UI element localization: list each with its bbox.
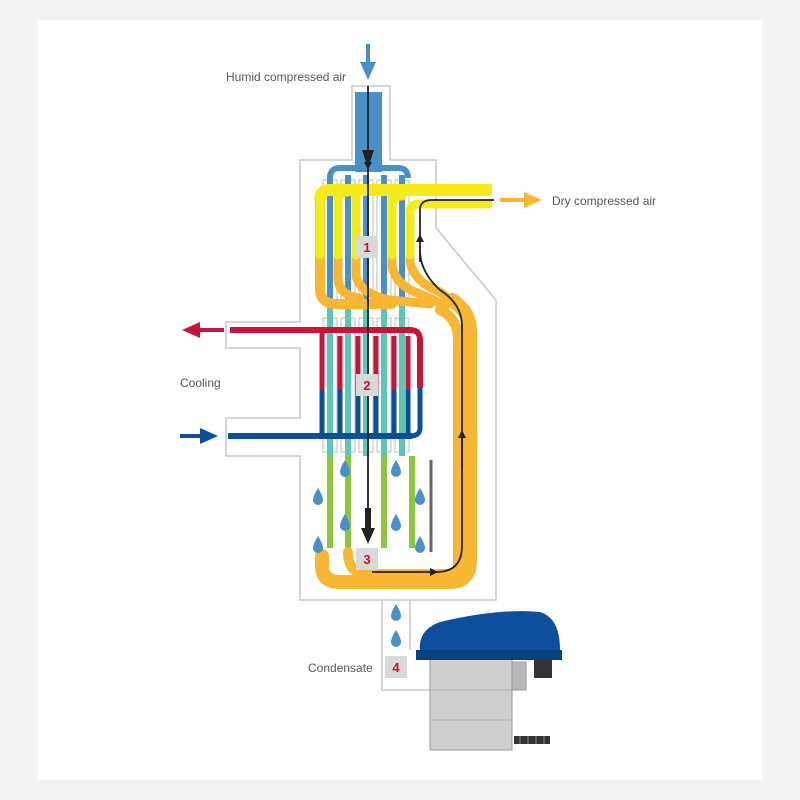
condensate-drain-device (416, 611, 562, 751)
stage-badge-3: 3 (356, 548, 378, 570)
coolant-out-arrow (182, 322, 224, 338)
dry-air-outlet-arrow (500, 192, 542, 208)
label-condensate: Condensate (308, 661, 373, 675)
stem-arrowhead-bottom (361, 528, 375, 544)
stem-thick-segment (365, 508, 371, 530)
dryer-housing (225, 85, 497, 601)
label-dry-compressed-air: Dry compressed air (552, 194, 657, 208)
condensate-droplets (313, 460, 425, 647)
label-humid-compressed-air: Humid compressed air (226, 70, 347, 84)
stage-badge-4: 4 (385, 656, 407, 678)
coolant-circuit (228, 327, 423, 439)
stem-arrowhead-top (362, 150, 374, 168)
stage-badge-1: 1 (356, 236, 378, 258)
coolant-in-arrow (180, 428, 218, 444)
dry-air-path (314, 184, 492, 589)
stage-badge-2: 2 (356, 374, 378, 396)
condensate-outlet-pipe (381, 600, 430, 691)
label-cooling: Cooling (180, 376, 221, 390)
